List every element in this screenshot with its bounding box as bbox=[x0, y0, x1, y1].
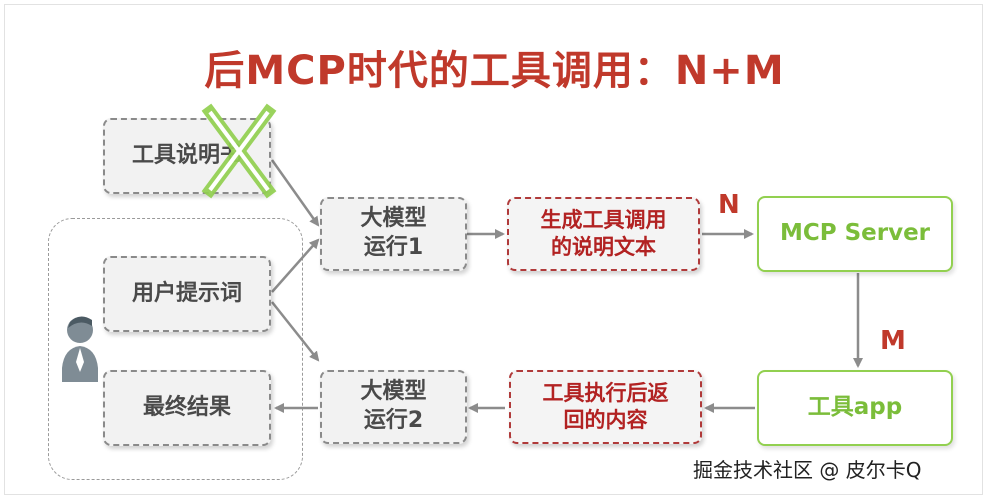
llm-run1-line2: 运行1 bbox=[363, 235, 424, 260]
tool-return-box: 工具执行后返 回的内容 bbox=[509, 370, 702, 444]
generate-line2: 的说明文本 bbox=[551, 235, 656, 259]
return-line1: 工具执行后返 bbox=[542, 380, 669, 405]
m-label: M bbox=[880, 326, 906, 356]
tool-app-label: 工具app bbox=[807, 394, 903, 421]
mcp-server-label: MCP Server bbox=[779, 220, 931, 247]
arrow-prompt-to-llm1 bbox=[271, 238, 320, 293]
tool-app-box: 工具app bbox=[757, 370, 953, 446]
slide-border bbox=[4, 4, 983, 495]
generate-instructions-box: 生成工具调用 的说明文本 bbox=[507, 197, 700, 271]
llm-run2-line1: 大模型 bbox=[360, 379, 427, 405]
prompt-label: 用户提示词 bbox=[131, 280, 242, 306]
footer-credit: 掘金技术社区 @ 皮尔卡Q bbox=[693, 458, 922, 482]
result-box: 最终结果 bbox=[103, 370, 271, 446]
arrow-manual-to-llm1 bbox=[270, 159, 320, 227]
user-group-frame bbox=[48, 218, 303, 480]
result-label: 最终结果 bbox=[142, 394, 231, 420]
prompt-box: 用户提示词 bbox=[103, 256, 271, 332]
llm-run1-line1: 大模型 bbox=[360, 206, 427, 232]
generate-line1: 生成工具调用 bbox=[540, 207, 667, 232]
llm-run2-box: 大模型 运行2 bbox=[320, 370, 467, 444]
n-label: N bbox=[718, 190, 740, 220]
llm-run2-line2: 运行2 bbox=[363, 408, 424, 433]
slide-title: 后MCP时代的工具调用：N+M bbox=[204, 48, 785, 94]
mcp-server-box: MCP Server bbox=[757, 196, 953, 272]
arrow-prompt-to-llm2 bbox=[271, 301, 320, 362]
return-line2: 回的内容 bbox=[563, 408, 648, 432]
llm-run1-box: 大模型 运行1 bbox=[320, 197, 467, 271]
